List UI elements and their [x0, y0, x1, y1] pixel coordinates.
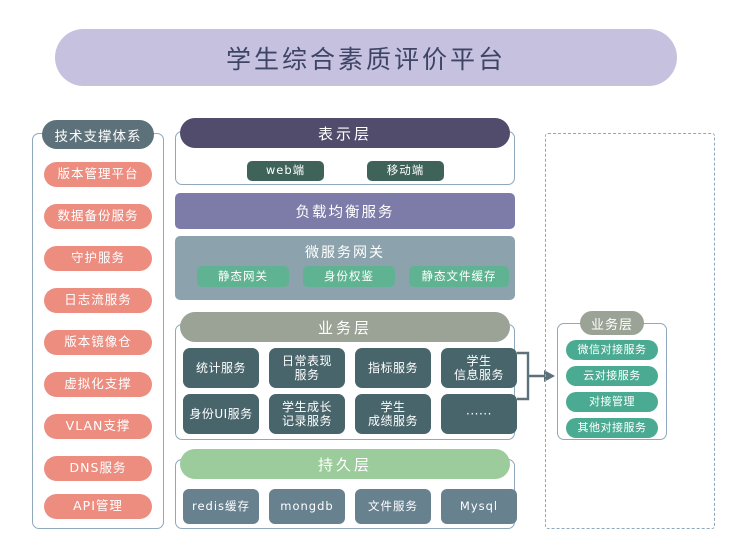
presentation-layer-header: 表示层 — [180, 118, 510, 148]
persistence-card-file-service[interactable]: 文件服务 — [355, 489, 431, 524]
load-balance-service-bar[interactable]: 负载均衡服务 — [175, 193, 515, 229]
business-card-statistics[interactable]: 统计服务 — [183, 348, 259, 388]
persistence-card-redis[interactable]: redis缓存 — [183, 489, 259, 524]
sidebar-item-vlan[interactable]: VLAN支撑 — [44, 414, 152, 439]
sidebar-item-dns[interactable]: DNS服务 — [44, 456, 152, 481]
page-title: 学生综合素质评价平台 — [225, 44, 506, 74]
sidebar-item-log-stream[interactable]: 日志流服务 — [44, 288, 152, 313]
business-to-integration-connector — [517, 351, 555, 401]
gateway-item-identity-auth[interactable]: 身份权鉴 — [303, 266, 395, 287]
business-card-identity-ui[interactable]: 身份UI服务 — [183, 394, 259, 434]
business-card-more: ······ — [441, 394, 517, 434]
business-card-student-info[interactable]: 学生信息服务 — [441, 348, 517, 388]
business-card-indicator[interactable]: 指标服务 — [355, 348, 431, 388]
integration-dashed-region — [545, 133, 715, 529]
integration-panel-header: 业务层 — [580, 311, 644, 335]
business-layer-header: 业务层 — [180, 312, 510, 342]
sidebar-item-virtualization[interactable]: 虚拟化支撑 — [44, 372, 152, 397]
integration-item-wechat[interactable]: 微信对接服务 — [566, 340, 658, 360]
integration-item-management[interactable]: 对接管理 — [566, 392, 658, 412]
microservice-gateway-title: 微服务网关 — [305, 245, 385, 261]
gateway-item-static-file-cache[interactable]: 静态文件缓存 — [409, 266, 509, 287]
business-card-student-score[interactable]: 学生成绩服务 — [355, 394, 431, 434]
persistence-layer-header: 持久层 — [180, 449, 510, 479]
sidebar-item-guard-service[interactable]: 守护服务 — [44, 246, 152, 271]
integration-item-other[interactable]: 其他对接服务 — [566, 418, 658, 438]
business-card-growth-record[interactable]: 学生成长记录服务 — [269, 394, 345, 434]
business-card-daily-performance[interactable]: 日常表现服务 — [269, 348, 345, 388]
sidebar-item-api-management[interactable]: API管理 — [44, 494, 152, 519]
presentation-item-web[interactable]: web端 — [247, 161, 324, 181]
persistence-card-mysql[interactable]: Mysql — [441, 489, 517, 524]
page-title-banner: 学生综合素质评价平台 — [55, 29, 677, 86]
tech-support-header: 技术支撑体系 — [42, 120, 154, 149]
sidebar-item-data-backup[interactable]: 数据备份服务 — [44, 204, 152, 229]
persistence-card-mongodb[interactable]: mongdb — [269, 489, 345, 524]
gateway-item-static-gateway[interactable]: 静态网关 — [197, 266, 289, 287]
sidebar-item-image-repo[interactable]: 版本镜像仓 — [44, 330, 152, 355]
microservice-gateway-box: 微服务网关 静态网关 身份权鉴 静态文件缓存 — [175, 236, 515, 300]
integration-item-cloud[interactable]: 云对接服务 — [566, 366, 658, 386]
sidebar-item-version-management[interactable]: 版本管理平台 — [44, 162, 152, 187]
presentation-item-mobile[interactable]: 移动端 — [367, 161, 444, 181]
